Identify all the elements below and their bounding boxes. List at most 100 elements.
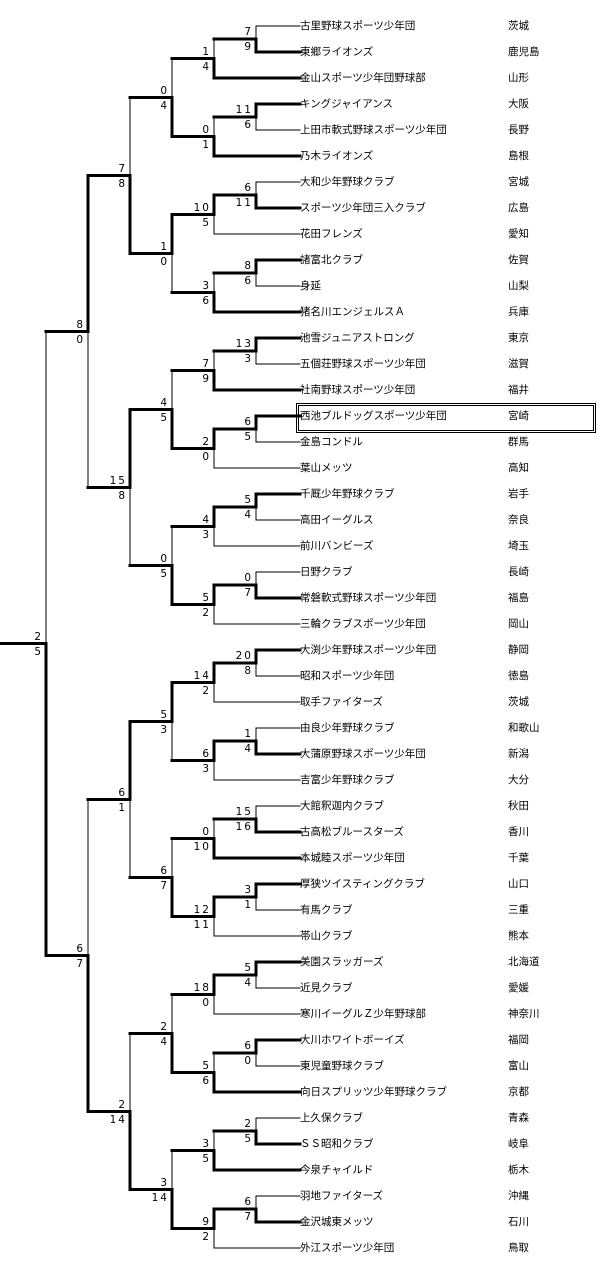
team-prefecture: 宮城 [508,176,529,188]
team-prefecture: 岩手 [508,488,529,500]
team-name: 厚狭ツイスティングクラブ [300,878,425,890]
match-score: 6 [244,119,253,131]
team-name: 池雪ジュニアストロング [300,332,415,344]
team-name: 金山スポーツ少年団野球部 [300,72,426,84]
match-score: 11 [235,104,253,116]
match-score: 5 [202,591,211,604]
match-score: 5 [160,567,169,580]
team-name: 古里野球スポーツ少年団 [300,20,416,32]
match-score: 6 [202,294,211,307]
team-prefecture: 徳島 [508,670,529,682]
team-name: 上久保クラブ [300,1112,363,1124]
team-prefecture: 滋賀 [508,358,529,370]
team-name: 近見クラブ [300,982,353,994]
match-score: 11 [193,918,211,931]
match-score: 0 [76,333,85,346]
team-name: キングジャイアンス [300,98,394,110]
match-score: 0 [160,255,169,268]
team-prefecture: 茨城 [508,20,529,32]
team-prefecture: 香川 [508,826,529,838]
match-score: 2 [160,1020,169,1033]
match-score: 4 [244,977,253,989]
match-score: 1 [244,728,253,740]
team-prefecture: 東京 [508,332,529,344]
match-score: 2 [202,606,211,619]
match-score: 14 [151,1191,169,1204]
team-prefecture: 熊本 [508,930,529,942]
team-prefecture: 茨城 [508,696,529,708]
match-score: 5 [34,645,43,658]
match-score: 8 [244,260,253,272]
team-name: 寒川イーグルＺ少年野球部 [300,1008,426,1020]
match-score: 6 [202,747,211,760]
team-name: 羽地ファイターズ [300,1190,384,1202]
match-score: 1 [118,801,127,814]
match-score: 0 [202,450,211,463]
team-prefecture: 佐賀 [508,254,529,266]
match-score: 1 [160,240,169,253]
match-score: 9 [244,41,253,53]
team-prefecture: 和歌山 [508,722,540,734]
match-score: 2 [34,630,43,643]
match-score: 6 [244,275,253,287]
team-prefecture: 青森 [508,1112,529,1124]
match-score: 11 [235,197,253,209]
match-score: 8 [244,665,253,677]
match-score: 0 [244,1055,253,1067]
team-name: 乃木ライオンズ [300,150,374,162]
match-score: 6 [76,942,85,955]
team-prefecture: 兵庫 [508,306,529,318]
match-score: 0 [202,996,211,1009]
match-score: 7 [76,957,85,970]
team-name: 古高松ブルースターズ [300,826,404,838]
team-prefecture: 福島 [508,592,529,604]
match-score: 14 [109,1113,127,1126]
team-name: 外江スポーツ少年団 [300,1242,395,1254]
team-prefecture: 大阪 [508,98,529,110]
match-score: 3 [202,279,211,292]
team-name: 昭和スポーツ少年団 [300,670,395,682]
match-score: 0 [244,572,253,584]
team-prefecture: 愛知 [508,228,529,240]
match-score: 4 [202,60,211,73]
team-prefecture: 埼玉 [508,540,529,552]
team-name: 社南野球スポーツ少年団 [300,384,416,396]
match-score: 15 [235,806,253,818]
team-prefecture: 北海道 [508,956,540,968]
team-prefecture: 鹿児島 [508,46,540,58]
match-score: 5 [244,1133,253,1145]
team-prefecture: 秋田 [508,800,529,812]
match-score: 5 [202,216,211,229]
team-prefecture: 岐阜 [508,1138,529,1150]
team-prefecture: 沖縄 [508,1190,529,1202]
team-name: 東郷ライオンズ [300,46,374,58]
team-prefecture: 岡山 [508,618,529,630]
match-score: 4 [244,509,253,521]
match-score: 4 [160,396,169,409]
team-name: 千厩少年野球クラブ [300,488,395,500]
team-name: 金島コンドル [300,436,363,448]
team-prefecture: 奈良 [508,514,529,526]
match-score: 4 [160,99,169,112]
team-name: 五個荘野球スポーツ少年団 [300,358,426,370]
team-name: 大和少年野球クラブ [300,176,395,188]
team-name: 帯山クラブ [300,930,353,942]
match-score: 5 [244,962,253,974]
match-score: 7 [244,26,253,38]
match-score: 0 [202,123,211,136]
match-score: 1 [244,899,253,911]
team-name: 有馬クラブ [300,904,353,916]
match-score: 2 [202,435,211,448]
match-score: 15 [109,474,127,487]
match-score: 8 [76,318,85,331]
team-prefecture: 富山 [508,1060,529,1072]
team-name: 向日スプリッツ少年野球クラブ [300,1086,447,1098]
match-score: 14 [193,669,211,682]
match-score: 9 [202,372,211,385]
team-prefecture: 石川 [508,1216,529,1228]
match-score: 3 [160,1176,169,1189]
match-score: 16 [235,821,253,833]
team-name: 上田市軟式野球スポーツ少年団 [300,124,447,136]
match-score: 12 [193,903,211,916]
